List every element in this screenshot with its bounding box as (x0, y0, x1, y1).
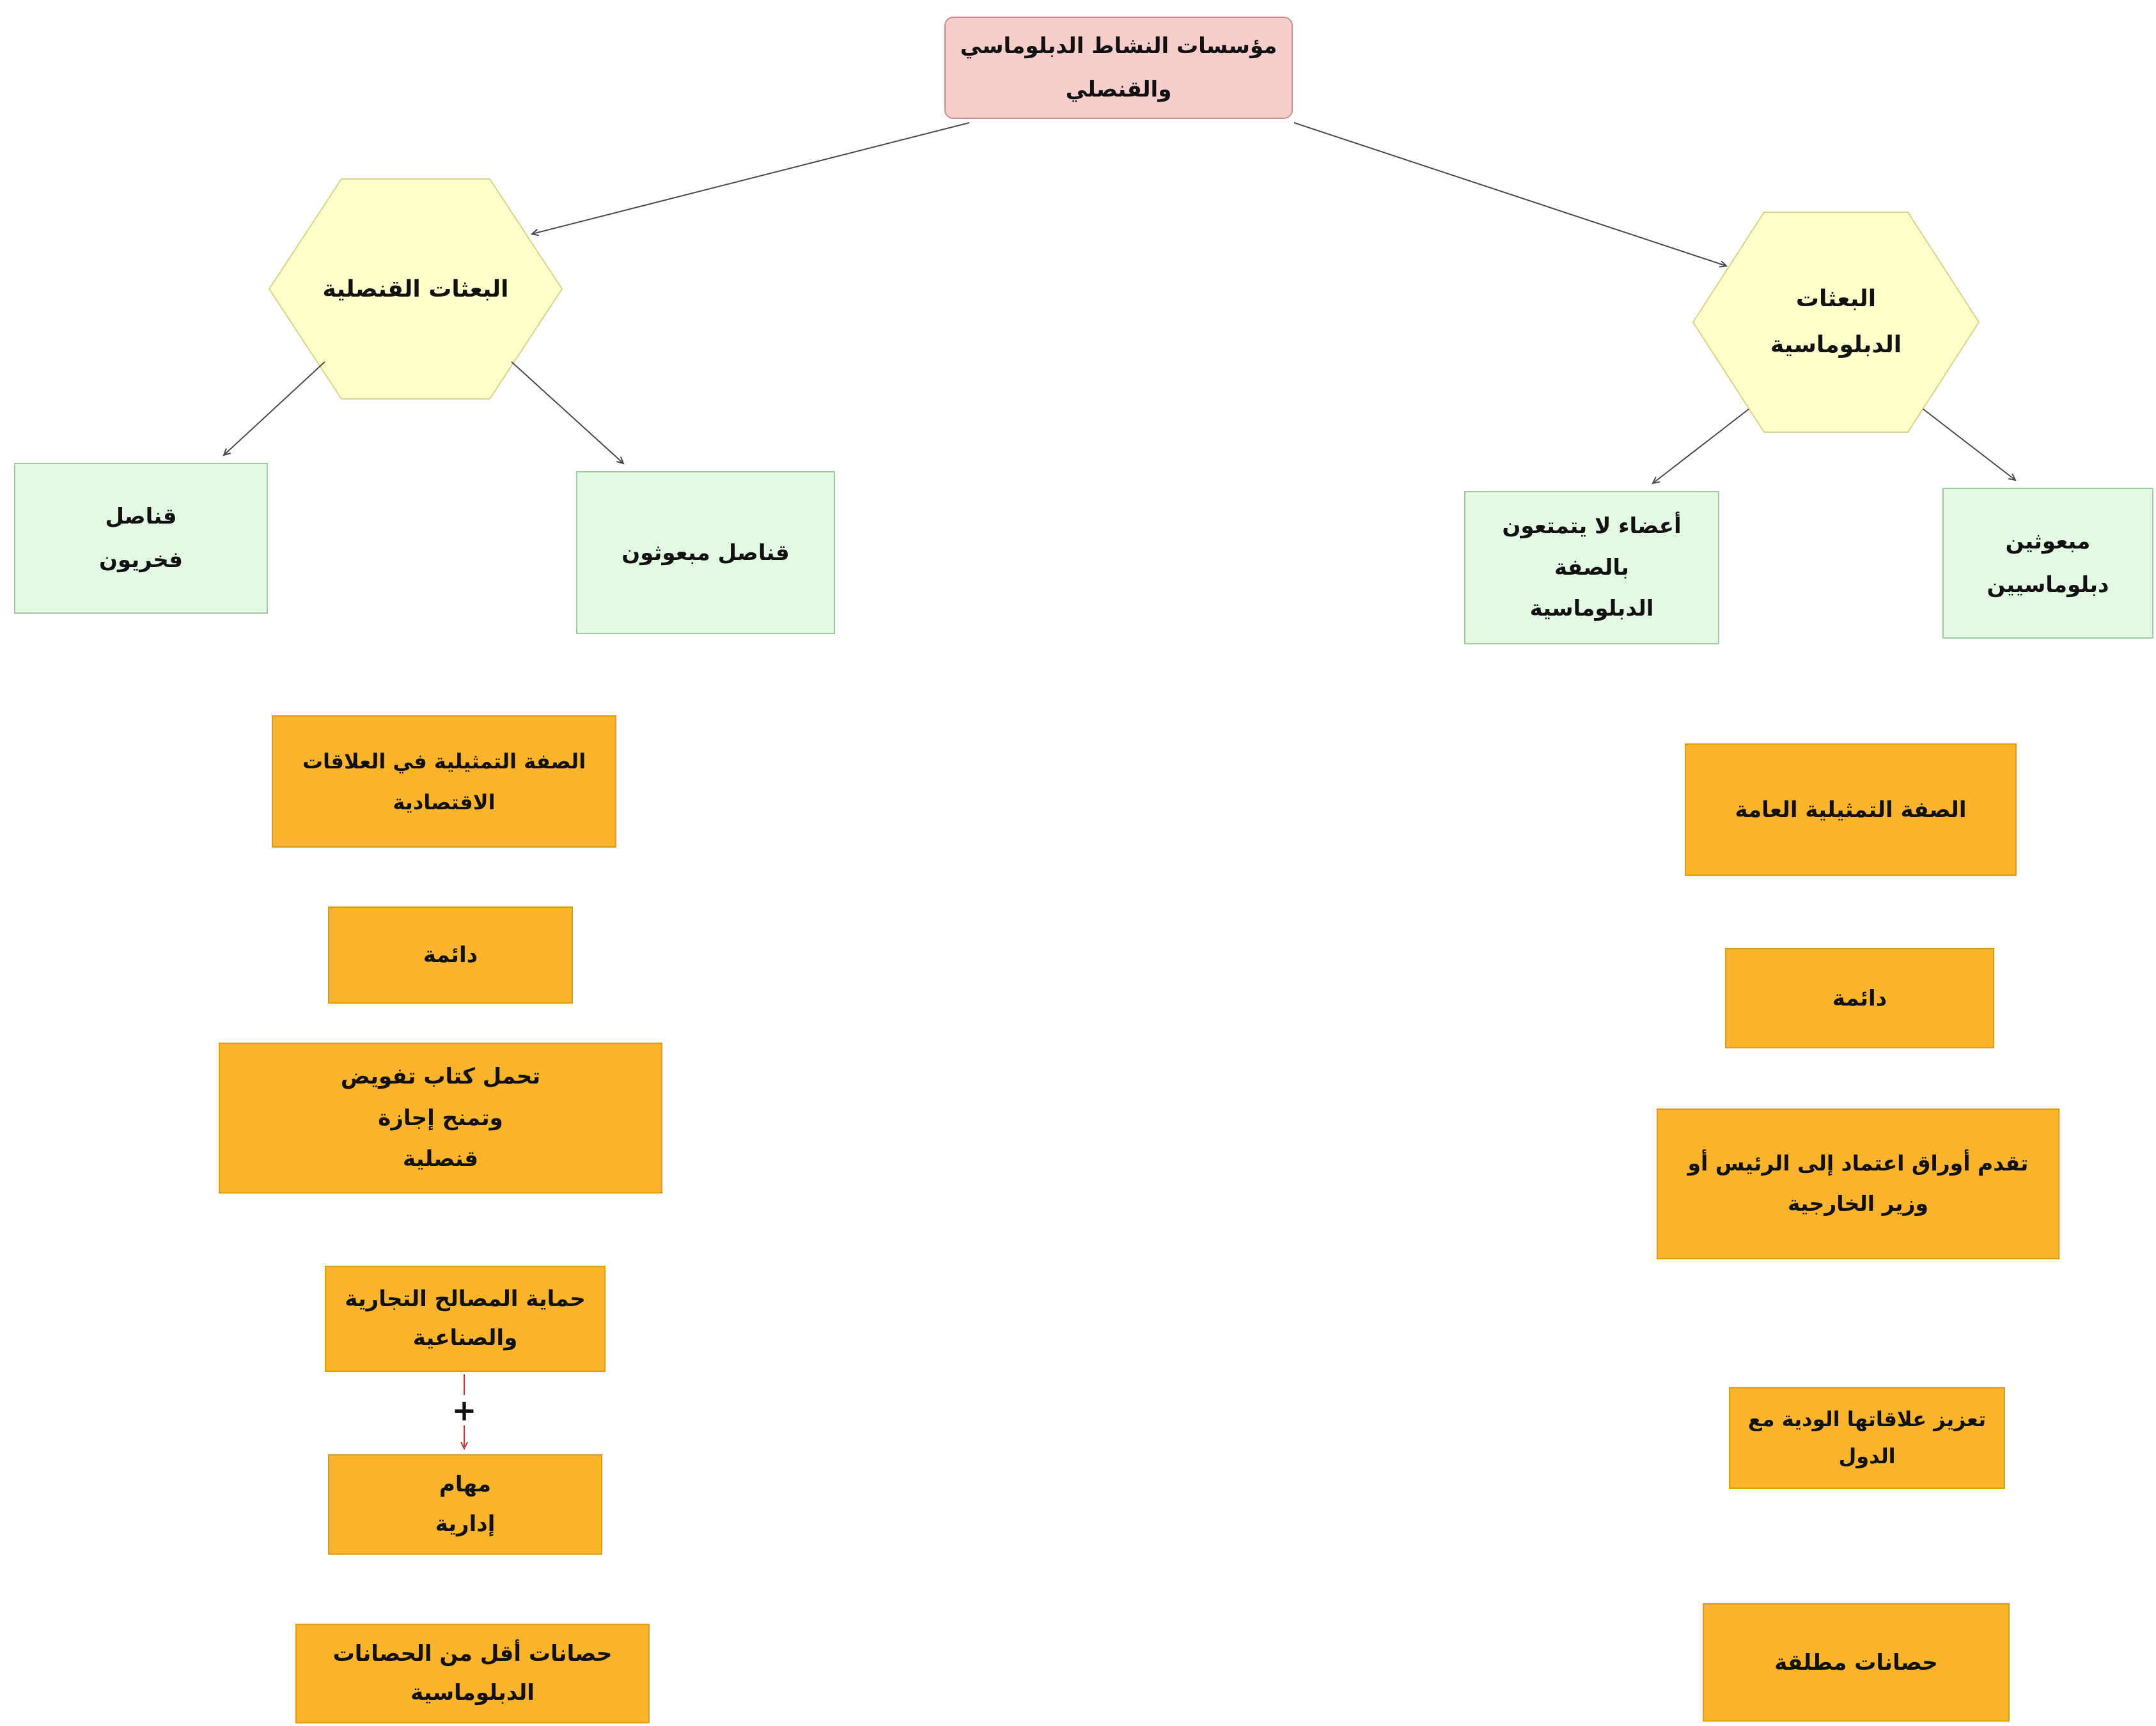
consular-commission-letter-line1: تحمل كتاب تفويض (340, 1064, 541, 1090)
consular-immunities-line1: حصانات أقل من الحصانات (332, 1640, 613, 1667)
node-envoy-consuls: قناصل مبعوثون (576, 471, 835, 634)
diplomatic-envoys-line2: دبلوماسيين (1987, 572, 2109, 598)
consular-admin-tasks-line2: إدارية (435, 1511, 496, 1537)
node-diplomatic-credentials: تقدم أوراق اعتماد إلى الرئيس أو وزير الخ… (1657, 1108, 2059, 1259)
consular-admin-tasks-line1: مهام (439, 1472, 492, 1498)
node-diplomatic-immunities: حصانات مطلقة (1703, 1603, 2010, 1722)
node-consular-permanent: دائمة (328, 906, 573, 1004)
non-diplomatic-members-line1: أعضاء لا يتمتعون (1502, 513, 1682, 540)
diplomatic-friendly-relations-line1: تعزيز علاقاتها الودية مع (1747, 1406, 1987, 1431)
node-consular-commercial-protection: حماية المصالح التجارية والصناعية (325, 1266, 605, 1372)
consular-commission-letter-line2: وتمنح إجازة (378, 1105, 503, 1131)
consular-immunities-line2: الدبلوماسية (410, 1680, 535, 1706)
node-non-diplomatic-members: أعضاء لا يتمتعون بالصفة الدبلوماسية (1464, 491, 1719, 644)
diplomatic-credentials-line1: تقدم أوراق اعتماد إلى الرئيس أو (1687, 1151, 2029, 1176)
hex-diplomatic-label-line2: الدبلوماسية (1770, 332, 1902, 358)
hex-consular-missions: البعثات القنصلية (269, 178, 562, 400)
diplomatic-permanent-text: دائمة (1832, 985, 1887, 1011)
consular-commission-letter-line3: قنصلية (402, 1146, 479, 1172)
non-diplomatic-members-line3: الدبلوماسية (1529, 596, 1654, 622)
node-root-line2: والقنصلي (1065, 77, 1172, 102)
diplomatic-immunities-text: حصانات مطلقة (1774, 1649, 1938, 1675)
hex-diplomatic-missions: البعثات الدبلوماسية (1693, 212, 1979, 432)
honorary-consuls-line2: فخريون (98, 547, 184, 573)
diplomatic-envoys-line1: مبعوثين (2005, 529, 2091, 554)
edge-root-to-diplomatic (1293, 122, 1728, 268)
honorary-consuls-line1: قناصل (105, 504, 177, 529)
node-consular-commission-letter: تحمل كتاب تفويض وتمنح إجازة قنصلية (219, 1043, 662, 1193)
node-diplomatic-envoys: مبعوثين دبلوماسيين (1942, 488, 2153, 639)
node-diplomatic-friendly-relations: تعزيز علاقاتها الودية مع الدول (1729, 1387, 2005, 1489)
edge-root-to-consular (530, 122, 970, 237)
hex-diplomatic-label-line1: البعثات (1795, 286, 1877, 312)
consular-commercial-protection-line2: والصناعية (412, 1325, 518, 1351)
node-root: مؤسسات النشاط الدبلوماسي والقنصلي (944, 17, 1293, 119)
consular-permanent-text: دائمة (423, 942, 478, 968)
node-consular-admin-tasks: مهام إدارية (328, 1454, 602, 1555)
plus-sign: + (449, 1395, 480, 1426)
consular-representative-capacity-text: الصفة التمثيلية في العلاقات الاقتصادية (302, 749, 586, 814)
node-consular-representative-capacity: الصفة التمثيلية في العلاقات الاقتصادية (272, 715, 616, 848)
hex-consular-label: البعثات القنصلية (322, 276, 509, 302)
consular-commercial-protection-line1: حماية المصالح التجارية (345, 1286, 586, 1312)
node-consular-immunities: حصانات أقل من الحصانات الدبلوماسية (295, 1624, 650, 1723)
node-honorary-consuls: قناصل فخريون (14, 463, 268, 614)
diplomatic-friendly-relations-line2: الدول (1838, 1443, 1896, 1468)
diplomatic-representative-capacity-text: الصفة التمثيلية العامة (1735, 797, 1967, 823)
node-diplomatic-representative-capacity: الصفة التمثيلية العامة (1685, 743, 2017, 876)
envoy-consuls-line1: قناصل مبعوثون (621, 540, 790, 566)
node-diplomatic-permanent: دائمة (1725, 948, 1994, 1048)
node-root-line1: مؤسسات النشاط الدبلوماسي (960, 33, 1277, 59)
plus-sign-glyph: + (451, 1393, 477, 1427)
diplomatic-credentials-line2: وزير الخارجية (1787, 1191, 1929, 1216)
non-diplomatic-members-line2: بالصفة (1554, 554, 1629, 580)
